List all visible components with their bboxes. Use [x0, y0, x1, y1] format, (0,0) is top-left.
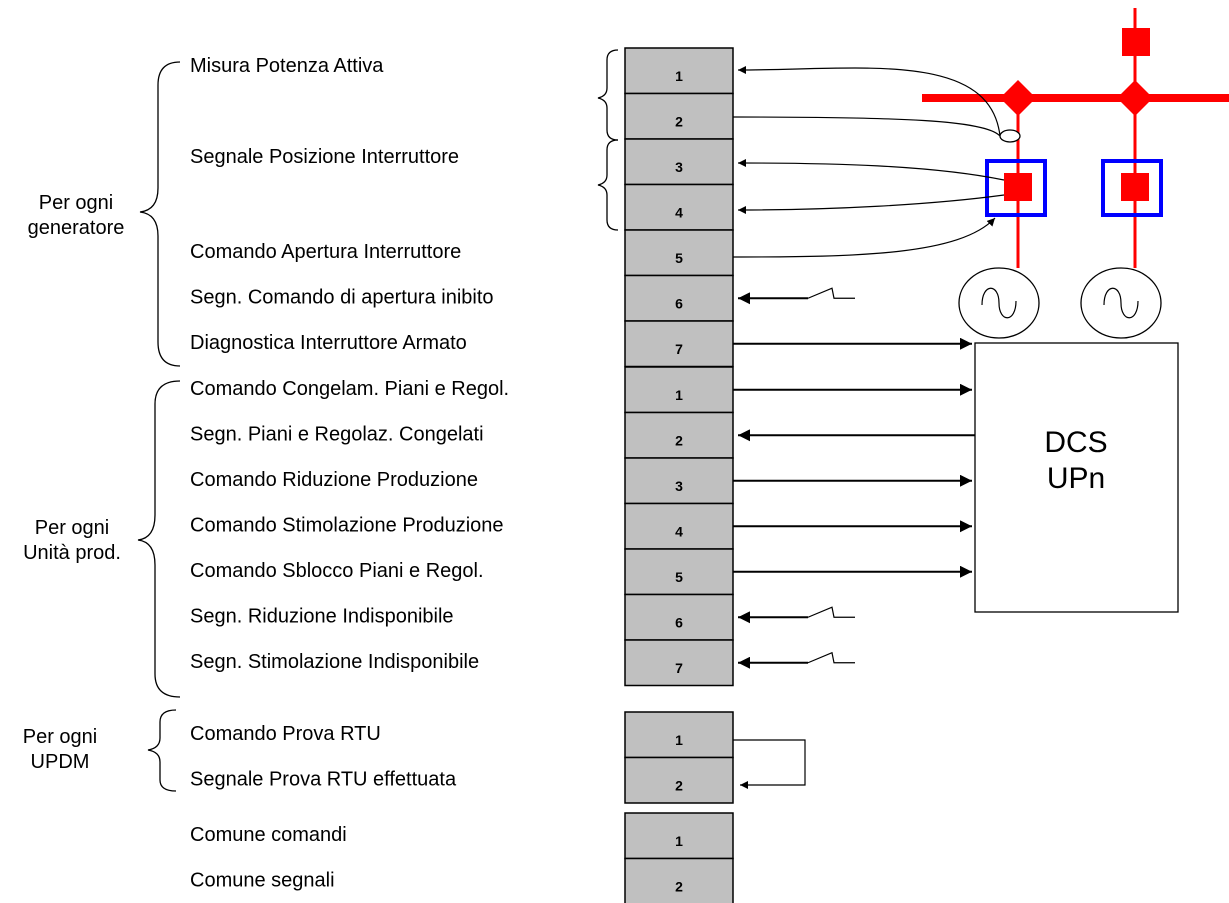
terminal-updm-2 — [624, 756, 734, 804]
signal-label-generator-6: Segn. Comando di apertura inibito — [190, 286, 494, 308]
terminal-number-generator-7: 7 — [675, 341, 683, 357]
terminal-number-generator-1: 1 — [675, 68, 683, 84]
wire-position-3 — [737, 159, 1005, 181]
sine-right — [1103, 287, 1139, 319]
terminal-number-production-unit-4: 4 — [675, 523, 683, 539]
open-contact-symbol — [807, 606, 855, 618]
breaker-frame-left — [985, 159, 1047, 217]
terminal-number-production-unit-1: 1 — [675, 387, 683, 403]
position-brace — [597, 139, 619, 231]
wire-open-command-5 — [732, 217, 996, 258]
terminal-production-unit-5 — [624, 548, 734, 596]
signal-label-generator-1: Misura Potenza Attiva — [190, 55, 384, 77]
dcs-box — [974, 342, 1179, 613]
terminal-common-1 — [624, 812, 734, 860]
signal-label-production-unit-5: Comando Sblocco Piani e Regol. — [190, 560, 484, 582]
terminal-production-unit-7 — [624, 639, 734, 687]
generator-group-label-line2: generatore — [28, 217, 125, 239]
terminal-number-generator-6: 6 — [675, 295, 683, 311]
terminal-number-production-unit-6: 6 — [675, 614, 683, 630]
current-transformer — [999, 129, 1021, 143]
terminal-production-unit-1 — [624, 366, 734, 414]
updm-group-label-line2: UPDM — [31, 751, 90, 773]
terminal-generator-4 — [624, 183, 734, 231]
unit-group-brace — [137, 380, 181, 698]
signal-label-generator-5: Comando Apertura Interruttore — [190, 241, 461, 263]
dcs-title: DCS — [1044, 426, 1107, 459]
terminal-number-production-unit-7: 7 — [675, 660, 683, 676]
terminal-number-updm-2: 2 — [675, 777, 683, 793]
signal-label-production-unit-4: Comando Stimolazione Produzione — [190, 514, 504, 536]
terminal-generator-1 — [624, 47, 734, 95]
open-contact-symbol — [807, 651, 855, 664]
terminal-common-2 — [624, 857, 734, 903]
signal-label-production-unit-6: Segn. Riduzione Indisponibile — [190, 605, 454, 627]
terminal-number-production-unit-5: 5 — [675, 569, 683, 585]
measure-brace — [597, 49, 619, 141]
terminal-number-common-1: 1 — [675, 833, 683, 849]
bus-node-right — [1117, 80, 1153, 116]
wire-measure-2 — [732, 116, 1001, 137]
terminal-number-generator-5: 5 — [675, 250, 683, 266]
top-breaker — [1122, 28, 1150, 56]
terminal-generator-2 — [624, 92, 734, 140]
updm-group-label-line1: Per ogni — [23, 726, 98, 748]
breaker-frame-right — [1101, 159, 1163, 217]
generator-group-brace — [139, 61, 181, 367]
terminal-number-generator-4: 4 — [675, 204, 683, 220]
terminal-number-production-unit-2: 2 — [675, 432, 683, 448]
updm-group-brace — [147, 709, 177, 792]
signal-label-common-1: Comune comandi — [190, 824, 347, 846]
terminal-generator-6 — [624, 274, 734, 322]
terminal-number-updm-1: 1 — [675, 732, 683, 748]
signal-label-generator-7: Diagnostica Interruttore Armato — [190, 332, 467, 354]
wire-position-4 — [737, 194, 1005, 214]
bus-node-left — [1000, 80, 1036, 116]
signal-label-common-2: Comune segnali — [190, 869, 335, 891]
breaker-right — [1121, 173, 1149, 201]
unit-group-label-line1: Per ogni — [35, 517, 110, 539]
breaker-left — [1004, 173, 1032, 201]
generator-group-label-line1: Per ogni — [39, 192, 114, 214]
signal-label-production-unit-7: Segn. Stimolazione Indisponibile — [190, 651, 479, 673]
signal-label-generator-3: Segnale Posizione Interruttore — [190, 146, 459, 168]
terminal-rows: 1 Misura Potenza Attiva 2 3 Segnale Posizion… — [190, 47, 975, 903]
signal-label-production-unit-3: Comando Riduzione Produzione — [190, 469, 478, 491]
rtu-test-loop — [733, 739, 806, 789]
open-contact-symbol — [807, 287, 855, 299]
signal-label-production-unit-2: Segn. Piani e Regolaz. Congelati — [190, 423, 484, 445]
terminal-number-production-unit-3: 3 — [675, 478, 683, 494]
terminal-number-common-2: 2 — [675, 878, 683, 894]
signal-label-updm-1: Comando Prova RTU — [190, 723, 381, 745]
wire-measure-1 — [737, 65, 1001, 137]
sine-left — [981, 287, 1017, 319]
terminal-number-generator-2: 2 — [675, 113, 683, 129]
signal-label-updm-2: Segnale Prova RTU effettuata — [190, 768, 457, 790]
terminal-number-generator-3: 3 — [675, 159, 683, 175]
dcs-subtitle: UPn — [1047, 462, 1105, 495]
terminal-production-unit-3 — [624, 457, 734, 505]
unit-group-label-line2: Unità prod. — [23, 542, 121, 564]
signal-label-production-unit-1: Comando Congelam. Piani e Regol. — [190, 378, 509, 400]
